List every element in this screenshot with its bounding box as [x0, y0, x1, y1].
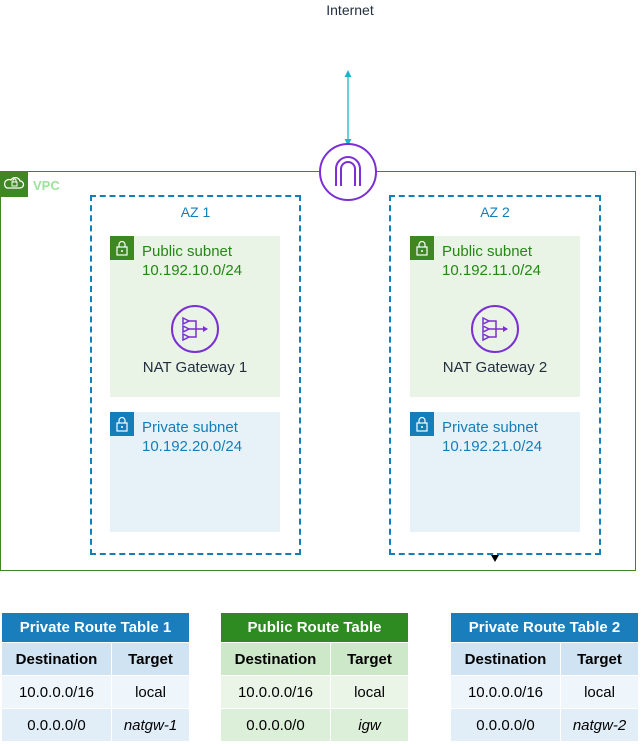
column-header-destination: Destination — [450, 642, 561, 676]
public-subnet-name: Public subnet — [142, 243, 233, 260]
route-target: natgw-1 — [111, 708, 190, 742]
route-destination: 0.0.0.0/0 — [220, 708, 331, 742]
internet-label: Internet — [326, 2, 374, 18]
lock-icon — [110, 412, 134, 436]
route-destination: 10.0.0.0/16 — [220, 675, 331, 709]
public-subnet-2 — [410, 236, 580, 397]
public-subnet-name: Public subnet — [442, 243, 533, 260]
lock-icon — [110, 236, 134, 260]
column-header-target: Target — [330, 642, 409, 676]
nat-gateway-icon — [170, 304, 220, 354]
vpc-container — [0, 171, 636, 571]
private-subnet-1 — [110, 412, 280, 532]
route-target: local — [111, 675, 190, 709]
private-subnet-name: Private subnet — [142, 419, 238, 436]
public-route-table: Public Route Table Destination Target 10… — [220, 612, 409, 742]
private-route-table-2: Private Route Table 2 Destination Target… — [450, 612, 639, 742]
private-subnet-name: Private subnet — [442, 419, 538, 436]
availability-zone-2 — [389, 195, 601, 555]
az-label: AZ 2 — [480, 204, 510, 220]
private-subnet-cidr: 10.192.21.0/24 — [442, 438, 543, 455]
nat-gateway-label: NAT Gateway 2 — [442, 359, 548, 376]
public-subnet-cidr: 10.192.10.0/24 — [142, 262, 243, 279]
public-subnet-1 — [110, 236, 280, 397]
nat-gateway-icon — [470, 304, 520, 354]
column-header-target: Target — [560, 642, 639, 676]
private-route-table-1: Private Route Table 1 Destination Target… — [1, 612, 190, 742]
arrow-head-icon — [491, 555, 499, 562]
column-header-target: Target — [111, 642, 190, 676]
private-subnet-2 — [410, 412, 580, 532]
column-header-destination: Destination — [1, 642, 112, 676]
route-table-title: Private Route Table 1 — [1, 612, 190, 643]
vpc-label: VPC — [33, 178, 60, 193]
column-header-destination: Destination — [220, 642, 331, 676]
vpc-cloud-icon — [0, 171, 28, 197]
availability-zone-1 — [90, 195, 301, 555]
internet-gateway-icon — [318, 142, 378, 202]
route-destination: 0.0.0.0/0 — [1, 708, 112, 742]
route-target: local — [560, 675, 639, 709]
route-destination: 0.0.0.0/0 — [450, 708, 561, 742]
route-target: igw — [330, 708, 409, 742]
route-target: natgw-2 — [560, 708, 639, 742]
route-target: local — [330, 675, 409, 709]
lock-icon — [410, 236, 434, 260]
internet-gateway-connection — [344, 70, 352, 146]
nat-gateway-label: NAT Gateway 1 — [142, 359, 248, 376]
lock-icon — [410, 412, 434, 436]
private-subnet-cidr: 10.192.20.0/24 — [142, 438, 243, 455]
public-subnet-cidr: 10.192.11.0/24 — [442, 262, 541, 279]
route-destination: 10.0.0.0/16 — [1, 675, 112, 709]
route-destination: 10.0.0.0/16 — [450, 675, 561, 709]
az-label: AZ 1 — [180, 204, 211, 220]
route-table-title: Public Route Table — [220, 612, 409, 643]
route-table-title: Private Route Table 2 — [450, 612, 639, 643]
